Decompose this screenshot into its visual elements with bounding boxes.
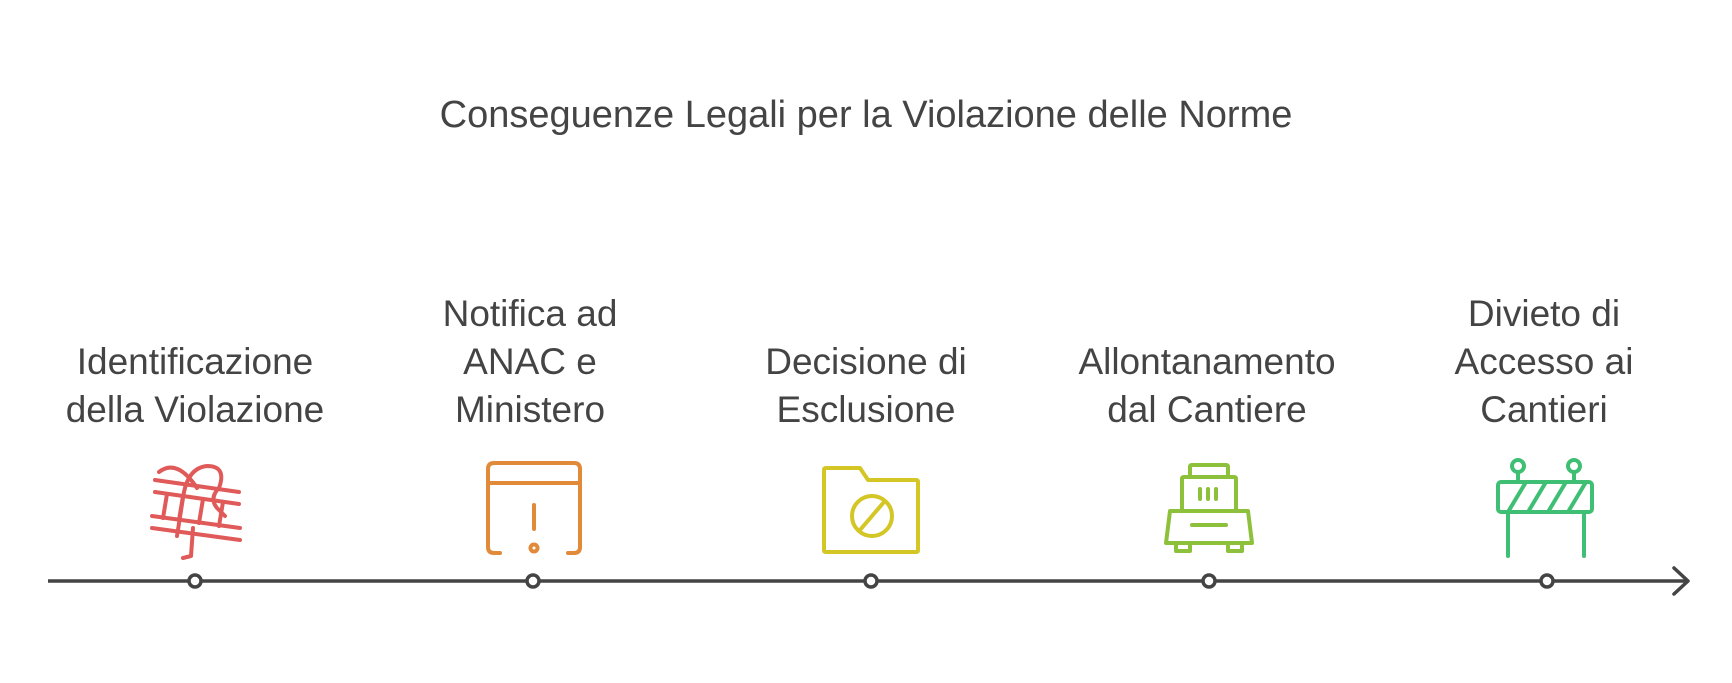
timeline-node-4 <box>1203 575 1215 587</box>
timeline-node-2 <box>527 575 539 587</box>
timeline-node-3 <box>865 575 877 587</box>
timeline-node-1 <box>189 575 201 587</box>
timeline-node-5 <box>1541 575 1553 587</box>
